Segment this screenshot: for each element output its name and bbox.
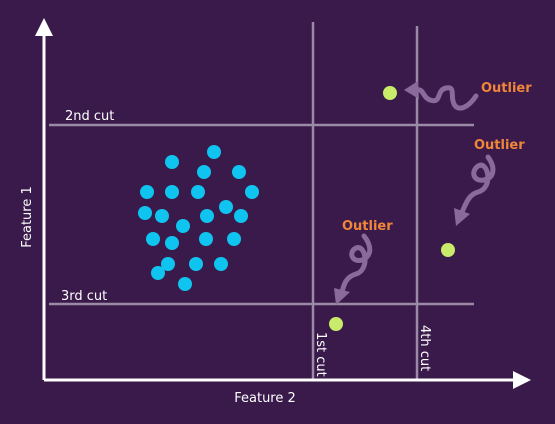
inlier-point (227, 232, 241, 246)
inlier-point (161, 257, 175, 271)
inlier-point (138, 206, 152, 220)
inlier-point (234, 209, 248, 223)
inlier-point (178, 277, 192, 291)
cut-label-first: 1st cut (313, 332, 328, 377)
inlier-point (140, 185, 154, 199)
inlier-point (200, 209, 214, 223)
x-axis-label: Feature 2 (234, 391, 296, 406)
outlier-label-top: Outlier (481, 81, 532, 96)
outlier-point-right (441, 243, 455, 257)
inlier-point (176, 219, 190, 233)
inlier-point (232, 165, 246, 179)
inlier-point (214, 257, 228, 271)
y-axis-label: Feature 1 (20, 186, 35, 248)
squiggle-arrow-right (454, 154, 496, 226)
outlier-label-right: Outlier (474, 138, 525, 153)
cut-label-second: 2nd cut (65, 109, 114, 124)
inlier-point (165, 236, 179, 250)
cut-label-fourth: 4th cut (417, 325, 432, 371)
inlier-point (146, 232, 160, 246)
outlier-point-top (383, 86, 397, 100)
inlier-point (207, 145, 221, 159)
outlier-point-middle (329, 317, 343, 331)
squiggle-arrow-middle (334, 233, 373, 305)
inlier-cluster (138, 145, 259, 291)
inlier-point (189, 257, 203, 271)
inlier-point (165, 185, 179, 199)
inlier-point (197, 165, 211, 179)
cut-label-third: 3rd cut (61, 289, 107, 304)
inlier-point (219, 200, 233, 214)
squiggle-arrow-top (404, 81, 479, 111)
outlier-label-middle: Outlier (342, 219, 393, 234)
inlier-point (245, 185, 259, 199)
inlier-point (155, 209, 169, 223)
inlier-point (165, 155, 179, 169)
inlier-point (151, 266, 165, 280)
inlier-point (191, 185, 205, 199)
inlier-point (199, 232, 213, 246)
